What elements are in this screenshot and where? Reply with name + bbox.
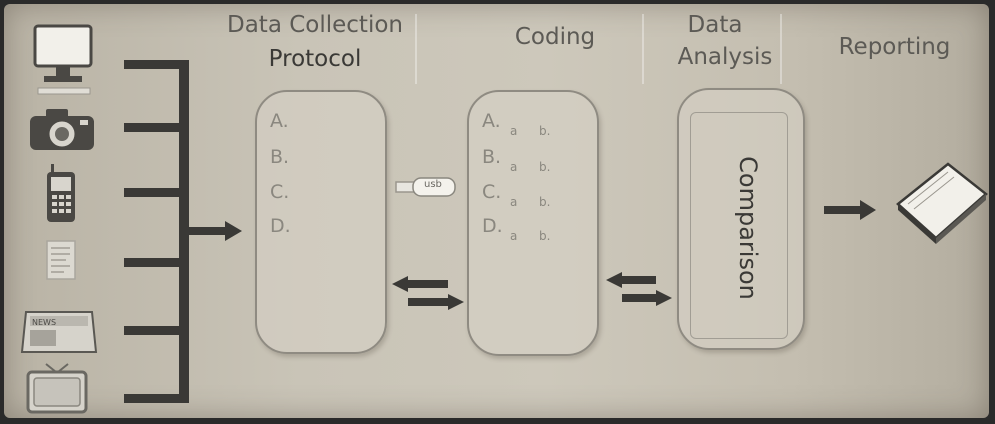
protocol-item: D. [270, 215, 291, 237]
coding-item-letter: B. [482, 146, 502, 168]
protocol-panel [255, 90, 387, 354]
television-icon [26, 363, 88, 414]
coding-item-b: b. [539, 195, 551, 209]
coding-item-a: a [510, 160, 518, 174]
header-protocol: Protocol [268, 46, 362, 72]
protocol-item: A. [270, 110, 289, 132]
header-data-collection: Data Collection [227, 12, 403, 38]
analysis-panel [677, 88, 805, 350]
divider-line [642, 14, 644, 84]
header-analysis: Analysis [677, 44, 773, 70]
analysis-inner-frame [690, 112, 788, 339]
coding-item-a: a [510, 195, 518, 209]
divider-line [780, 14, 782, 84]
coding-item-a: a [510, 229, 518, 243]
usb-drive-icon [395, 177, 456, 197]
coding-panel [467, 90, 599, 356]
coding-item-letter: A. [482, 110, 501, 132]
header-data: Data [687, 12, 743, 38]
usb-label: usb [424, 179, 442, 190]
coding-item-b: b. [539, 124, 551, 138]
computer-monitor-icon [33, 24, 93, 95]
tablet-icon: NEWS [20, 311, 98, 353]
protocol-item: C. [270, 181, 290, 203]
coding-item-b: b. [539, 229, 551, 243]
report-book-icon [896, 162, 988, 244]
camera-icon [30, 109, 94, 150]
header-coding: Coding [514, 24, 596, 50]
document-icon [46, 240, 76, 280]
coding-item-letter: C. [482, 181, 502, 203]
coding-item-letter: D. [482, 215, 503, 237]
header-reporting: Reporting [838, 34, 951, 60]
mobile-phone-icon [47, 164, 75, 222]
svg-text:NEWS: NEWS [32, 318, 56, 327]
coding-item-a: a [510, 124, 518, 138]
coding-item-b: b. [539, 160, 551, 174]
protocol-item: B. [270, 146, 290, 168]
divider-line [415, 14, 417, 84]
